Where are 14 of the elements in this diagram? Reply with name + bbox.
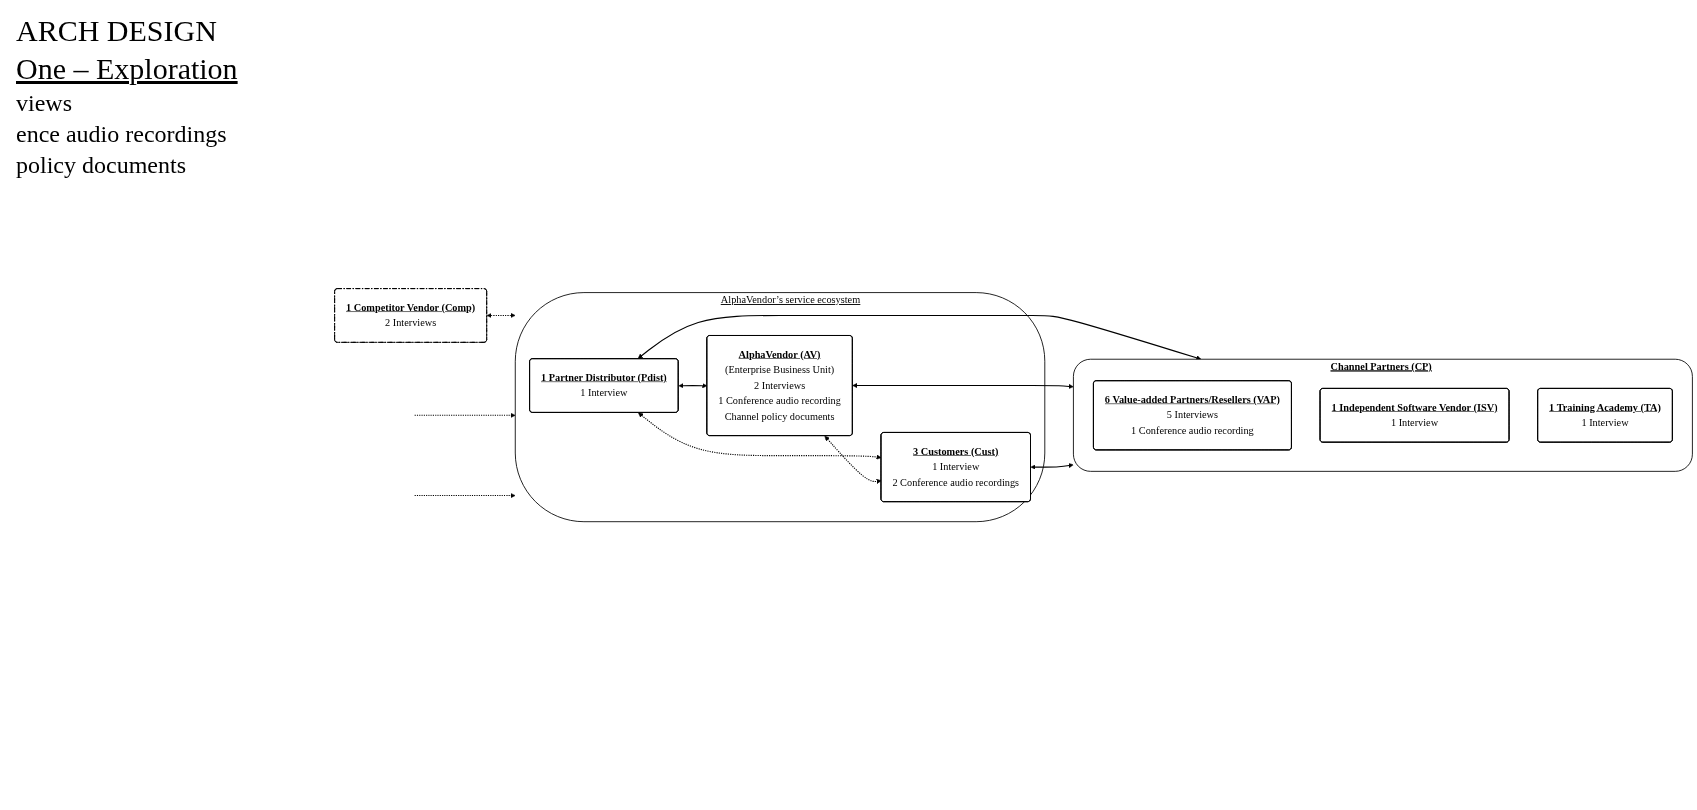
arrow bbox=[638, 412, 882, 460]
list-item-text: views bbox=[16, 90, 73, 117]
subheading-text: One – Exploration bbox=[16, 52, 239, 86]
arrow bbox=[486, 312, 516, 318]
arrow bbox=[414, 412, 516, 418]
list-item-text: ence audio recordings bbox=[16, 121, 228, 148]
arrow bbox=[824, 435, 882, 484]
list-item-text: policy documents bbox=[16, 152, 187, 179]
arrow bbox=[414, 492, 516, 498]
heading-text: ARCH DESIGN bbox=[16, 14, 218, 48]
arrow bbox=[637, 314, 1202, 361]
arrow bbox=[1030, 462, 1074, 470]
arrow bbox=[678, 383, 708, 389]
arrow bbox=[852, 382, 1074, 389]
